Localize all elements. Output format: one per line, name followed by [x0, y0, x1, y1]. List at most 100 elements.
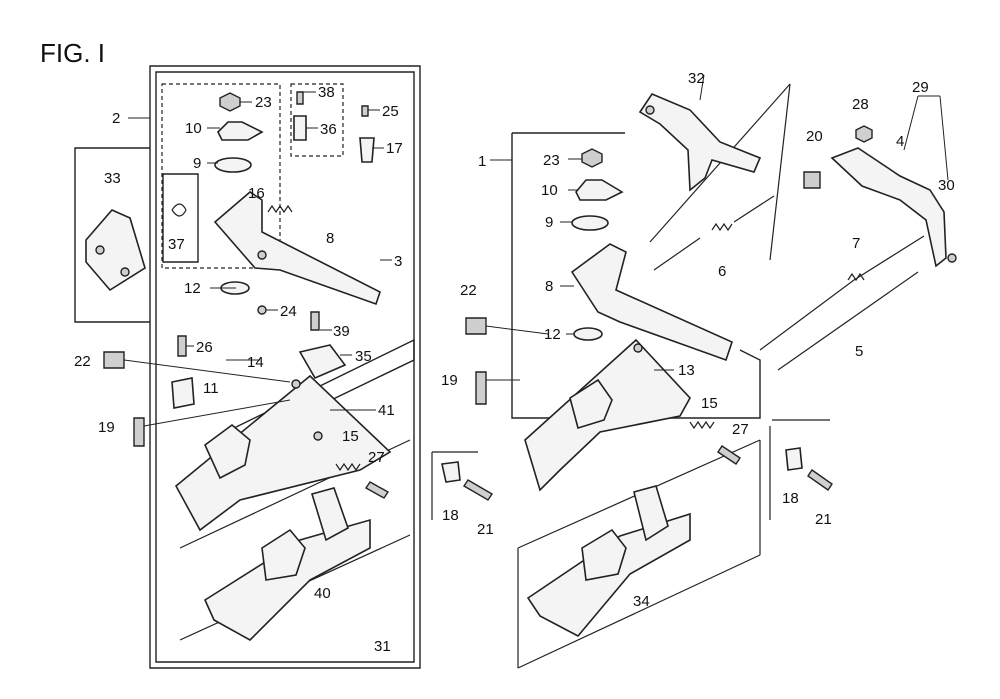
callout-4: 4 [896, 133, 904, 150]
bolt-39 [310, 311, 320, 331]
control-lever-8 [213, 190, 381, 306]
plate-35 [298, 344, 347, 380]
washer-12-right [573, 327, 603, 341]
bolt-19 [133, 417, 145, 447]
callout-22-left: 22 [74, 353, 91, 370]
spring-6 [653, 195, 775, 271]
bolt-21 [463, 479, 493, 501]
washer-9 [214, 157, 252, 173]
spring-7-coil [847, 272, 865, 282]
cap-18 [441, 461, 461, 483]
joint-36 [293, 115, 307, 141]
callout-13: 13 [678, 362, 695, 379]
nut-23 [219, 92, 241, 112]
callout-22-right: 22 [460, 282, 477, 299]
callout-11: 11 [203, 380, 219, 397]
callout-38: 38 [318, 84, 335, 101]
joint-17 [359, 137, 375, 163]
nut-24 [257, 305, 267, 315]
callout-27-left: 27 [368, 449, 385, 466]
bolt-21-right [807, 469, 833, 491]
bolt-22 [103, 351, 125, 369]
callout-12-right: 12 [544, 326, 561, 343]
callout-9-left: 9 [193, 155, 201, 172]
spring-16 [267, 204, 293, 214]
callout-6: 6 [718, 263, 726, 280]
callout-10-right: 10 [541, 182, 558, 199]
leader-lines [123, 74, 949, 427]
collar-10-right [575, 179, 624, 201]
callout-18-left: 18 [442, 507, 459, 524]
right-assembly-frames [431, 83, 830, 669]
figure-title: FIG. I [40, 38, 105, 68]
callout-21-right: 21 [815, 511, 832, 528]
callout-15-right: 15 [701, 395, 718, 412]
callout-1: 1 [478, 153, 486, 170]
screw-25 [361, 105, 369, 117]
callout-20: 20 [806, 128, 823, 145]
cap-18-right [785, 447, 803, 471]
callout-26: 26 [196, 339, 213, 356]
callout-8-right: 8 [545, 278, 553, 295]
base-plate-14 [174, 374, 392, 532]
callout-34: 34 [633, 593, 650, 610]
callout-7: 7 [852, 235, 860, 252]
callout-12-left: 12 [184, 280, 201, 297]
callout-37: 37 [168, 236, 185, 253]
screw-38 [296, 91, 304, 105]
nut-30 [947, 253, 957, 263]
callout-21-left: 21 [477, 521, 494, 538]
base-plate-13 [524, 338, 691, 492]
bolt-27 [364, 481, 390, 499]
callout-25: 25 [382, 103, 399, 120]
callout-18-right: 18 [782, 490, 799, 507]
washer-9-right [571, 215, 609, 231]
bolt-22-right [465, 317, 487, 335]
callout-31: 31 [374, 638, 391, 655]
callout-33: 33 [104, 170, 121, 187]
callout-3: 3 [394, 253, 402, 270]
callout-15-left: 15 [342, 428, 359, 445]
callout-27-right: 27 [732, 421, 749, 438]
callout-19-left: 19 [98, 419, 115, 436]
callout-40: 40 [314, 585, 331, 602]
bolt-20 [803, 171, 821, 189]
callout-41: 41 [378, 402, 395, 419]
rod-5 [777, 271, 919, 371]
callout-8-left: 8 [326, 230, 334, 247]
bracket-32 [638, 93, 762, 192]
left-parts [85, 91, 392, 641]
control-lever-8-right [570, 243, 733, 362]
callout-30: 30 [938, 177, 955, 194]
bracket-33 [85, 209, 146, 292]
nut-28 [855, 125, 873, 143]
collar-10 [217, 121, 264, 141]
nut-23-right [581, 148, 603, 168]
spring-15-right [689, 420, 715, 430]
lever-assembly-40 [203, 518, 371, 641]
callout-19-right: 19 [441, 372, 458, 389]
callout-10-left: 10 [185, 120, 202, 137]
callout-36: 36 [320, 121, 337, 138]
cable-7 [759, 235, 925, 351]
callout-28: 28 [852, 96, 869, 113]
callout-2: 2 [112, 110, 120, 127]
bolt-19-right [475, 371, 487, 405]
spring-15 [335, 462, 361, 472]
bolt-26 [177, 335, 187, 357]
callout-35: 35 [355, 348, 372, 365]
callout-23-left: 23 [255, 94, 272, 111]
callout-17: 17 [386, 140, 403, 157]
lever-4 [830, 147, 947, 268]
callouts: 1 2 3 4 5 6 7 8 8 9 9 10 10 11 12 12 13 … [74, 70, 955, 655]
callout-39: 39 [333, 323, 350, 340]
right-parts [441, 93, 957, 638]
callout-9-right: 9 [545, 214, 553, 231]
callout-24: 24 [280, 303, 297, 320]
callout-23-right: 23 [543, 152, 560, 169]
callout-16: 16 [248, 185, 265, 202]
clip-37 [171, 203, 187, 217]
callout-5: 5 [855, 343, 863, 360]
callout-14: 14 [247, 354, 264, 371]
